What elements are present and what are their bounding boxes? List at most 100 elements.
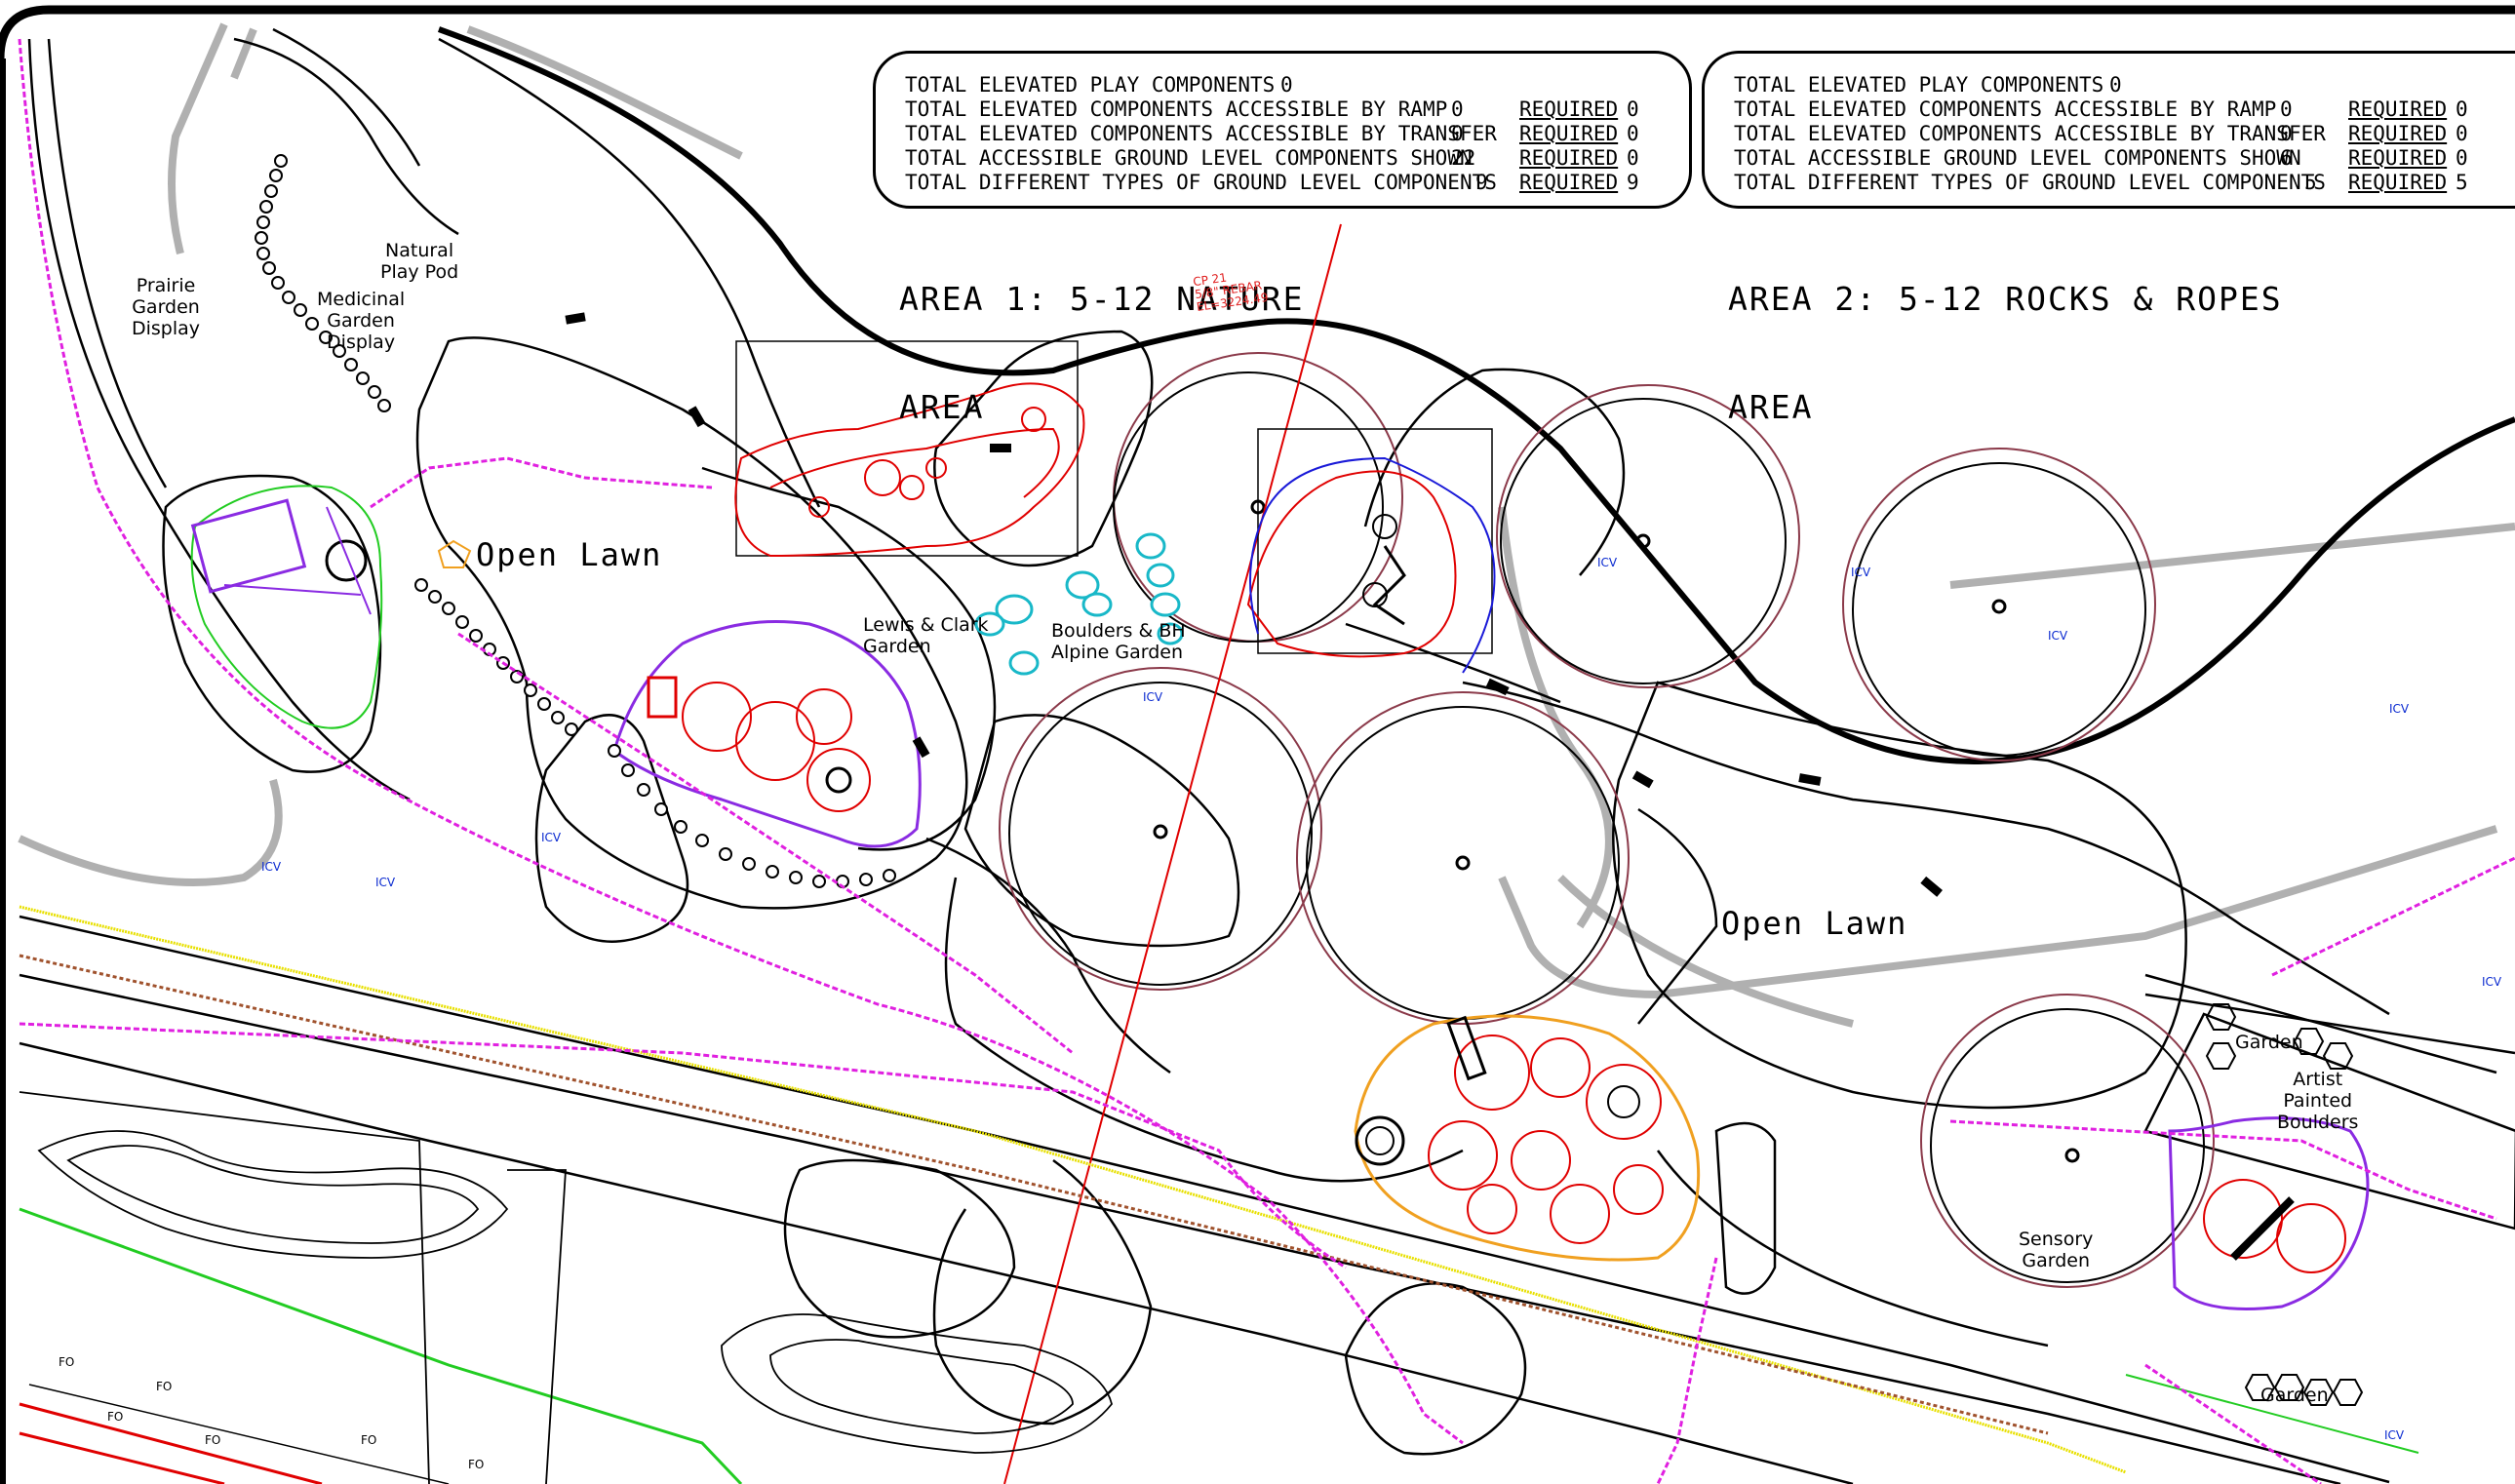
table-row: TOTAL ELEVATED PLAY COMPONENTS 0 — [1734, 73, 2495, 98]
fo-marker: FO — [107, 1410, 124, 1424]
required-label: REQUIRED — [1519, 146, 1619, 170]
required-value: 0 — [2456, 122, 2468, 145]
row-value: 0 — [1280, 73, 1293, 97]
row-label: TOTAL ACCESSIBLE GROUND LEVEL COMPONENTS… — [905, 146, 1473, 170]
required-value: 0 — [1627, 98, 1639, 121]
garden-hexagons — [2205, 1003, 2364, 1406]
icv-marker: ICV — [2482, 975, 2502, 989]
row-label: TOTAL DIFFERENT TYPES OF GROUND LEVEL CO… — [905, 171, 1497, 194]
open-lawn-label-1: Open Lawn — [476, 536, 663, 573]
required-label: REQUIRED — [1519, 122, 1619, 145]
artist-boulders-label: Artist Painted Boulders — [2277, 1069, 2359, 1133]
prairie-garden-label: Prairie Garden Display — [132, 275, 201, 339]
row-value: 0 — [1451, 122, 1464, 145]
required-label: REQUIRED — [2348, 98, 2448, 121]
lewis-clark-garden-label: Lewis & Clark Garden — [863, 614, 989, 657]
required-value: 5 — [2456, 171, 2468, 194]
required-value: 0 — [1627, 146, 1639, 170]
benches — [565, 312, 1943, 897]
garden-label-bottom: Garden — [2260, 1385, 2329, 1406]
area4-play-area — [1354, 1014, 1701, 1262]
natural-play-pod-label: Natural Play Pod — [380, 240, 459, 283]
required-label: REQUIRED — [2348, 146, 2448, 170]
play-area-frames — [735, 340, 1493, 654]
area2-title-line2: AREA — [1728, 388, 1814, 426]
table-row: TOTAL ELEVATED COMPONENTS ACCESSIBLE BY … — [1734, 98, 2495, 122]
required-label: REQUIRED — [2348, 171, 2448, 194]
sensory-garden-label: Sensory Garden — [2019, 1229, 2094, 1271]
fo-marker: FO — [468, 1458, 485, 1471]
area3-play-area — [612, 620, 922, 848]
area1-title: AREA 1: 5-12 NATURE AREA — [899, 209, 1305, 461]
required-value: 0 — [2456, 98, 2468, 121]
road-line — [437, 26, 2515, 764]
area2-title: AREA 2: 5-12 ROCKS & ROPES AREA — [1728, 209, 2283, 461]
area5-play-area — [2168, 1116, 2370, 1310]
table-row: TOTAL ELEVATED PLAY COMPONENTS 0 — [905, 73, 1670, 98]
row-value: 22 — [1451, 146, 1476, 170]
row-label: TOTAL ELEVATED COMPONENTS ACCESSIBLE BY … — [905, 122, 1497, 145]
garden-label-top: Garden — [2235, 1032, 2303, 1053]
row-label: TOTAL ELEVATED COMPONENTS ACCESSIBLE BY … — [1734, 98, 2277, 121]
fo-marker: FO — [205, 1433, 221, 1447]
row-value: 6 — [2280, 146, 2293, 170]
utility-lines — [19, 905, 2419, 1484]
table-row: TOTAL ELEVATED COMPONENTS ACCESSIBLE BY … — [1734, 122, 2495, 146]
row-value: 5 — [2304, 171, 2317, 194]
required-label: REQUIRED — [2348, 122, 2448, 145]
fo-marker: FO — [156, 1380, 173, 1393]
table-row: TOTAL DIFFERENT TYPES OF GROUND LEVEL CO… — [1734, 171, 2495, 195]
table-row: TOTAL ELEVATED COMPONENTS ACCESSIBLE BY … — [905, 122, 1670, 146]
icv-marker: ICV — [261, 860, 282, 874]
row-value: 0 — [2109, 73, 2122, 97]
lawn-outlines — [162, 330, 2515, 1456]
open-lawn-label-2: Open Lawn — [1721, 905, 1908, 942]
pentagon-marker — [437, 539, 472, 568]
row-label: TOTAL ELEVATED PLAY COMPONENTS — [1734, 73, 2104, 97]
fo-marker: FO — [361, 1433, 377, 1447]
row-value: 0 — [2280, 122, 2293, 145]
row-value: 0 — [2280, 98, 2293, 121]
row-value: 0 — [1451, 98, 1464, 121]
area2-title-line1: AREA 2: 5-12 ROCKS & ROPES — [1728, 280, 2283, 318]
pulse-garden — [190, 485, 383, 729]
icv-marker: ICV — [2384, 1428, 2405, 1442]
row-label: TOTAL ELEVATED COMPONENTS ACCESSIBLE BY … — [1734, 122, 2326, 145]
area1-play-area — [734, 382, 1085, 558]
fence-lines — [18, 38, 2515, 1484]
icv-marker: ICV — [1597, 556, 1618, 569]
table-row: TOTAL ACCESSIBLE GROUND LEVEL COMPONENTS… — [905, 146, 1670, 171]
required-value: 0 — [2456, 146, 2468, 170]
accessibility-table-area2: TOTAL ELEVATED PLAY COMPONENTS 0 TOTAL E… — [1702, 51, 2515, 209]
row-label: TOTAL DIFFERENT TYPES OF GROUND LEVEL CO… — [1734, 171, 2326, 194]
stepping-stones — [255, 154, 896, 888]
row-label: TOTAL ACCESSIBLE GROUND LEVEL COMPONENTS… — [1734, 146, 2301, 170]
drawing-frame — [0, 5, 2515, 59]
required-label: REQUIRED — [1519, 171, 1619, 194]
topo-contours — [19, 1091, 1113, 1484]
icv-marker: ICV — [375, 876, 396, 889]
row-label: TOTAL ELEVATED COMPONENTS ACCESSIBLE BY … — [905, 98, 1448, 121]
boulders — [974, 532, 1184, 676]
row-label: TOTAL ELEVATED PLAY COMPONENTS — [905, 73, 1276, 97]
area2-play-area — [1246, 456, 1496, 674]
accessibility-table-area1: TOTAL ELEVATED PLAY COMPONENTS 0 TOTAL E… — [873, 51, 1692, 209]
icv-marker: ICV — [2389, 702, 2410, 716]
required-label: REQUIRED — [1519, 98, 1619, 121]
survey-line — [1003, 223, 1342, 1484]
table-row: TOTAL ELEVATED COMPONENTS ACCESSIBLE BY … — [905, 98, 1670, 122]
icv-marker: ICV — [541, 831, 562, 844]
medicinal-garden-label: Medicinal Garden Display — [317, 289, 406, 353]
table-row: TOTAL DIFFERENT TYPES OF GROUND LEVEL CO… — [905, 171, 1670, 195]
icv-marker: ICV — [2048, 629, 2068, 643]
icv-marker: ICV — [1143, 690, 1163, 704]
path-lines — [19, 27, 2515, 1484]
row-value: 9 — [1475, 171, 1488, 194]
fo-marker: FO — [59, 1355, 75, 1369]
table-row: TOTAL ACCESSIBLE GROUND LEVEL COMPONENTS… — [1734, 146, 2495, 171]
area1-title-line1: AREA 1: 5-12 NATURE — [899, 280, 1305, 318]
icv-marker: ICV — [1851, 566, 1871, 579]
boulders-garden-label: Boulders & BH Alpine Garden — [1051, 620, 1186, 663]
area1-title-line2: AREA — [899, 388, 985, 426]
